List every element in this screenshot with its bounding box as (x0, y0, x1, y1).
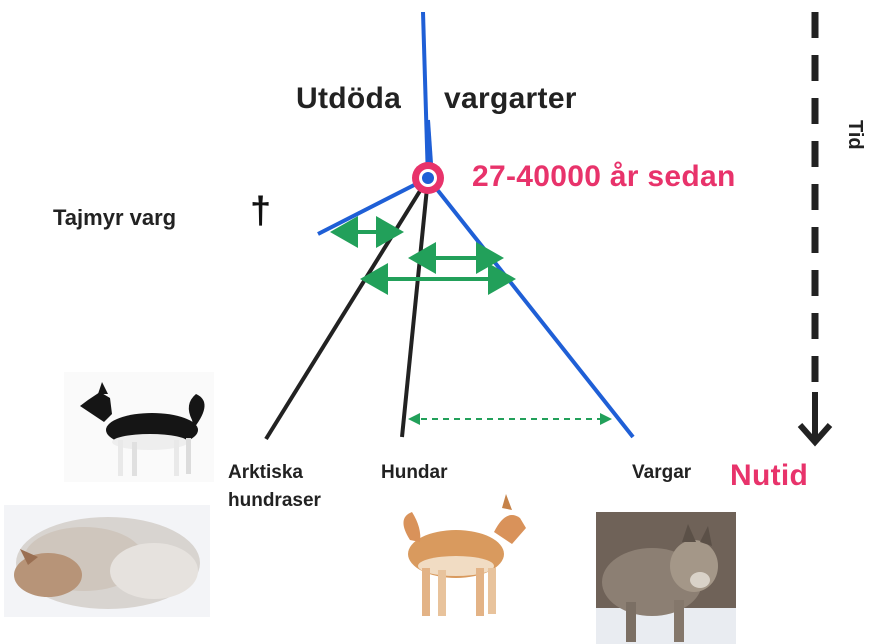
dog-lineage-line (400, 177, 430, 438)
husky-photo (64, 372, 214, 482)
down-arrow-icon (797, 392, 833, 447)
arctic-label-line1: Arktiska (228, 462, 303, 483)
time-label: Tid (844, 120, 866, 150)
extinct-wolf-stem-line (421, 11, 430, 181)
sleeping-dog-photo (4, 505, 210, 617)
wolf-photo (596, 512, 736, 644)
extinct-label: Utdöda (296, 82, 402, 115)
date-label: 27-40000 år sedan (472, 160, 736, 193)
shiba-dog-photo (382, 488, 534, 622)
dagger-cross-icon: † (250, 190, 272, 232)
wolves-label: Vargar (632, 462, 692, 483)
dogs-label: Hundar (381, 462, 448, 483)
wolf-lineage-line (426, 176, 635, 439)
arctic-label-line2: hundraser (228, 490, 321, 511)
present-label: Nutid (730, 459, 809, 492)
target-circle-icon (412, 162, 444, 194)
wolf-species-label: vargarter (444, 82, 577, 115)
taimyr-label: Tajmyr varg (53, 205, 177, 230)
